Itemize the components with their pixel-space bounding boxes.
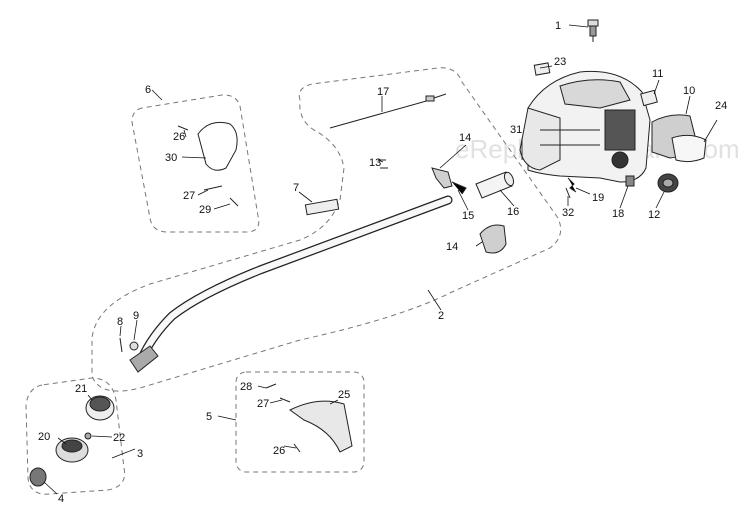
callout-12: 12 <box>648 209 660 221</box>
grip-tube-part <box>475 171 515 199</box>
callout-18: 18 <box>612 208 624 220</box>
callout-13: 13 <box>369 157 381 169</box>
throttle-cable-part <box>329 93 447 129</box>
callout-29: 29 <box>199 204 211 216</box>
housing-24-part <box>671 134 707 163</box>
callout-24: 24 <box>715 100 727 112</box>
pin-26-part <box>177 125 189 131</box>
eyelet-22-part <box>84 432 92 440</box>
screw-8-part <box>119 337 123 353</box>
spark-plug-part <box>587 19 599 42</box>
leader-lines <box>43 24 718 495</box>
fuel-cap-part <box>657 173 679 193</box>
callout-4: 4 <box>58 493 64 505</box>
engine-part <box>519 70 651 183</box>
callout-32: 32 <box>562 207 574 219</box>
callout-26b: 26 <box>273 445 285 457</box>
callout-25: 25 <box>338 389 350 401</box>
pin-26-guard-part <box>293 443 301 453</box>
screw-27-part <box>203 185 223 191</box>
part-32 <box>565 187 571 199</box>
screw-27-guard-part <box>279 397 291 403</box>
group-3-outline <box>25 377 126 495</box>
callout-19: 19 <box>592 192 604 204</box>
callout-21: 21 <box>75 383 87 395</box>
callout-14b: 14 <box>446 241 458 253</box>
clamp-9-part <box>129 341 139 351</box>
group-5-outline <box>235 371 365 473</box>
callout-11: 11 <box>652 68 663 80</box>
head-20-part <box>55 437 89 463</box>
callout-31: 31 <box>510 124 522 136</box>
spool-21-part <box>85 395 115 421</box>
callout-22: 22 <box>113 432 125 444</box>
guard-25-part <box>289 400 353 453</box>
label-23-part <box>533 62 551 76</box>
part-15 <box>451 181 467 195</box>
callout-2: 2 <box>438 310 444 322</box>
callout-3: 3 <box>137 448 143 460</box>
callout-27a: 27 <box>183 190 195 202</box>
callout-23: 23 <box>554 56 566 68</box>
callout-9: 9 <box>133 310 139 322</box>
callout-16: 16 <box>507 206 519 218</box>
decal-7-part <box>304 198 340 216</box>
callout-8: 8 <box>117 316 123 328</box>
screws-13-part <box>378 159 388 169</box>
callout-6: 6 <box>145 84 151 96</box>
handle-30-part <box>197 121 238 171</box>
group-6-outline <box>131 94 260 233</box>
callout-28: 28 <box>240 381 252 393</box>
switch-housing-part <box>479 224 507 254</box>
part-19 <box>567 177 577 193</box>
callout-5: 5 <box>206 411 212 423</box>
callout-15: 15 <box>462 210 474 222</box>
callout-14a: 14 <box>459 132 471 144</box>
part-18 <box>625 175 635 187</box>
callout-26a: 26 <box>173 131 185 143</box>
bump-knob-4-part <box>29 467 47 487</box>
callout-10: 10 <box>683 85 695 97</box>
screw-28-part <box>265 383 277 389</box>
screw-29-part <box>229 197 239 207</box>
label-11-part <box>640 89 658 107</box>
callout-1: 1 <box>555 20 561 32</box>
callout-17: 17 <box>377 86 389 98</box>
throttle-trigger-part <box>431 167 453 189</box>
drive-shaft-part <box>129 195 453 373</box>
callout-20: 20 <box>38 431 50 443</box>
callout-labels: 1 2 3 4 5 6 7 8 9 10 11 12 13 14 14 15 1… <box>38 20 727 505</box>
callout-7: 7 <box>293 182 299 194</box>
callout-27b: 27 <box>257 398 269 410</box>
callout-30: 30 <box>165 152 177 164</box>
